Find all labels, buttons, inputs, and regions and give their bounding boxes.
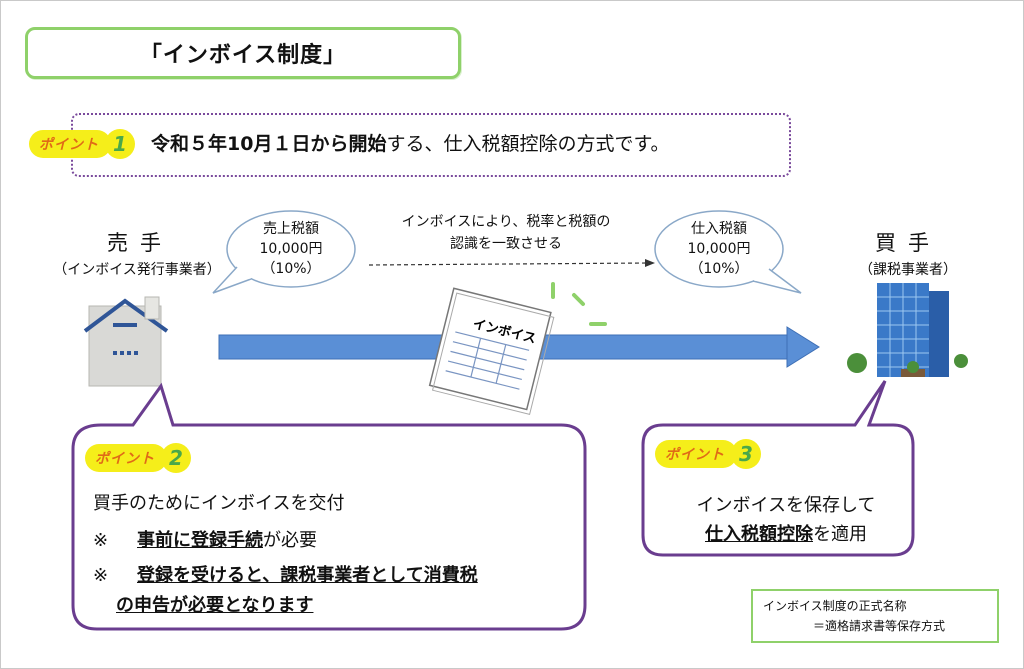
point3-callout-shape [641,380,915,557]
shop-icon [83,296,169,387]
point1-text: 令和５年10月１日から開始する、仕入税額控除の方式です。 [151,129,670,156]
point3-line2-bold: 仕入税額控除 [705,524,813,545]
point-badge-label: ポイント [655,440,737,468]
point2-line4: の申告が必要となります [116,595,314,616]
point2-line3-text: 登録を受けると、課税事業者として消費税 [137,565,478,586]
seller-tax-bubble: 売上税額 10,000円 （10%） [237,219,345,279]
point2-line1: 買手のためにインボイスを交付 [93,493,345,514]
seller-bubble-line3: （10%） [261,261,321,277]
buyer-name: 買手 [875,231,941,255]
official-name-line1: インボイス制度の正式名称 [763,599,907,613]
seller-role: （インボイス発行事業者） [53,262,221,278]
seller-bubble-line1: 売上税額 [263,221,319,237]
point3-badge: ポイント 3 [655,437,761,471]
note-mark: ※ [93,565,109,586]
point-number: 3 [731,439,761,469]
point2-callout-shape [71,382,587,631]
point1-rest: する、仕入税額控除の方式です。 [386,133,670,155]
point-badge-label: ポイント [29,130,111,158]
seller-name: 売手 [107,231,173,255]
note-mark: ※ [93,530,109,551]
dashed-arrow-head [645,259,655,267]
point1-badge: ポイント 1 [29,127,135,161]
building-icon [847,283,968,377]
point1-bold: 令和５年10月１日から開始 [151,133,387,155]
seller-bubble-shape [212,210,356,294]
consistency-label-line1: インボイスにより、税率と税額の [401,214,611,230]
page-title: 「インボイス制度」 [139,43,347,68]
buyer-bubble-line3: （10%） [689,261,749,277]
buyer-bubble-shape [654,210,802,294]
buyer-role: （課税事業者） [859,262,957,278]
point-number: 1 [105,129,135,159]
buyer-tax-bubble: 仕入税額 10,000円 （10%） [665,219,773,279]
point-badge-label: ポイント [85,444,167,472]
point2-line3: ※ 登録を受けると、課税事業者として消費税 [93,561,478,587]
invoice-icon [428,287,555,415]
buyer-bubble-line2: 10,000円 [687,241,751,257]
point-number: 2 [161,443,191,473]
consistency-label: インボイスにより、税率と税額の 認識を一致させる [381,211,631,255]
official-name-box [751,589,999,643]
buyer-bubble-line1: 仕入税額 [691,221,747,237]
point3-line2-rest: を適用 [813,524,867,545]
seller-bubble-line2: 10,000円 [259,241,323,257]
point3-line2: 仕入税額控除を適用 [641,520,931,546]
point2-line2: ※ 事前に登録手続が必要 [93,526,317,552]
title-box: 「インボイス制度」 [25,27,461,79]
point3-line1: インボイスを保存して [696,495,876,516]
point2-line2-bold: 事前に登録手続 [137,530,263,551]
point2-badge: ポイント 2 [85,441,191,475]
spark-lines [551,282,607,326]
dashed-arrow-line [368,262,650,266]
official-name-line2: ＝適格請求書等保存方式 [813,619,946,633]
consistency-label-line2: 認識を一致させる [450,236,562,252]
point2-line2-rest: が必要 [263,530,317,551]
